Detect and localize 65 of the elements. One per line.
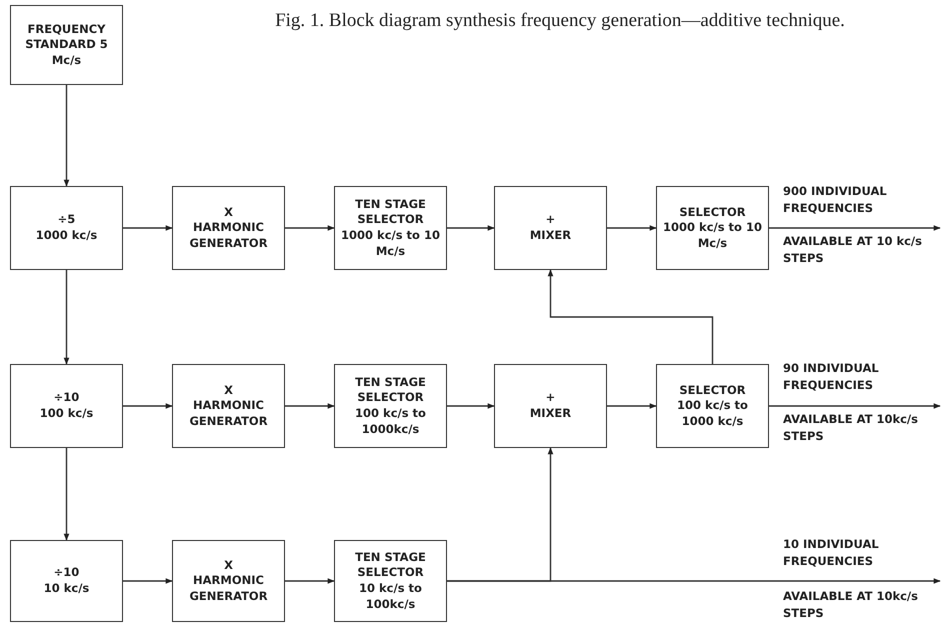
block-label: ÷10 (54, 565, 80, 581)
output-note: 900 INDIVIDUAL FREQUENCIES (783, 183, 888, 216)
block (334, 540, 447, 622)
block (334, 364, 447, 448)
block-label: 100 kc/s to 1000 kc/s (676, 398, 749, 430)
block-label: 100 kc/s (40, 406, 94, 422)
block-label: 1000 kc/s to 10 Mc/s (662, 220, 763, 252)
block (494, 364, 607, 448)
arrow (64, 448, 70, 541)
arrow (769, 225, 941, 231)
arrow (447, 225, 495, 231)
arrow (769, 403, 941, 409)
arrow (607, 225, 657, 231)
arrow (548, 269, 714, 364)
block-label: FREQUENCY STANDARD 5 Mc/s (24, 22, 109, 68)
arrow (123, 225, 173, 231)
block-label: TEN STAGE SELECTOR (354, 550, 427, 581)
block-label: HARMONIC GENERATOR (188, 398, 269, 430)
block (172, 540, 285, 622)
block-label: 100 kc/s to 1000kc/s (354, 406, 427, 438)
figure-caption: Fig. 1. Block diagram synthesis frequency generation—additive technique. (274, 10, 846, 33)
block-label: TEN STAGE SELECTOR (354, 196, 427, 228)
block (10, 364, 123, 448)
arrow (285, 225, 335, 231)
output-note: AVAILABLE AT 10 kc/s STEPS (783, 233, 923, 266)
block-label: TEN STAGE SELECTOR (354, 374, 427, 406)
block (334, 186, 447, 270)
block-label: MIXER (530, 228, 572, 244)
block-label: X (224, 382, 233, 398)
block (172, 364, 285, 448)
block-label: SELECTOR (679, 382, 746, 398)
block-label: HARMONIC GENERATOR (188, 220, 269, 252)
block (656, 364, 769, 448)
arrow (447, 403, 495, 409)
block (656, 186, 769, 270)
output-note: AVAILABLE AT 10kc/s STEPS (783, 588, 919, 622)
block-label: ÷5 (58, 212, 76, 228)
arrow (285, 403, 335, 409)
block (172, 186, 285, 270)
block (10, 540, 123, 622)
block-label: X (224, 558, 233, 574)
block-label: 1000 kc/s (36, 228, 98, 244)
output-note: 10 INDIVIDUAL FREQUENCIES (783, 536, 880, 570)
arrow (607, 403, 657, 409)
arrow (64, 270, 70, 365)
block (494, 186, 607, 270)
output-note: 90 INDIVIDUAL FREQUENCIES (783, 360, 880, 394)
arrow (123, 578, 173, 584)
block-label: 10 kc/s to 100kc/s (358, 581, 423, 612)
block-label: MIXER (530, 406, 572, 422)
block-label: SELECTOR (679, 204, 746, 220)
block-label: + (546, 212, 556, 228)
arrow (123, 403, 173, 409)
block (10, 5, 123, 85)
block-label: HARMONIC GENERATOR (188, 573, 269, 604)
block-label: ÷10 (54, 390, 80, 406)
block-label: X (224, 204, 233, 220)
output-note: AVAILABLE AT 10kc/s STEPS (783, 411, 919, 444)
arrow (285, 578, 335, 584)
block (10, 186, 123, 270)
block-label: 10 kc/s (44, 581, 90, 597)
block-label: 1000 kc/s to 10 Mc/s (340, 228, 441, 260)
block-label: + (546, 390, 556, 406)
arrow (64, 85, 70, 187)
arrow (447, 578, 941, 584)
